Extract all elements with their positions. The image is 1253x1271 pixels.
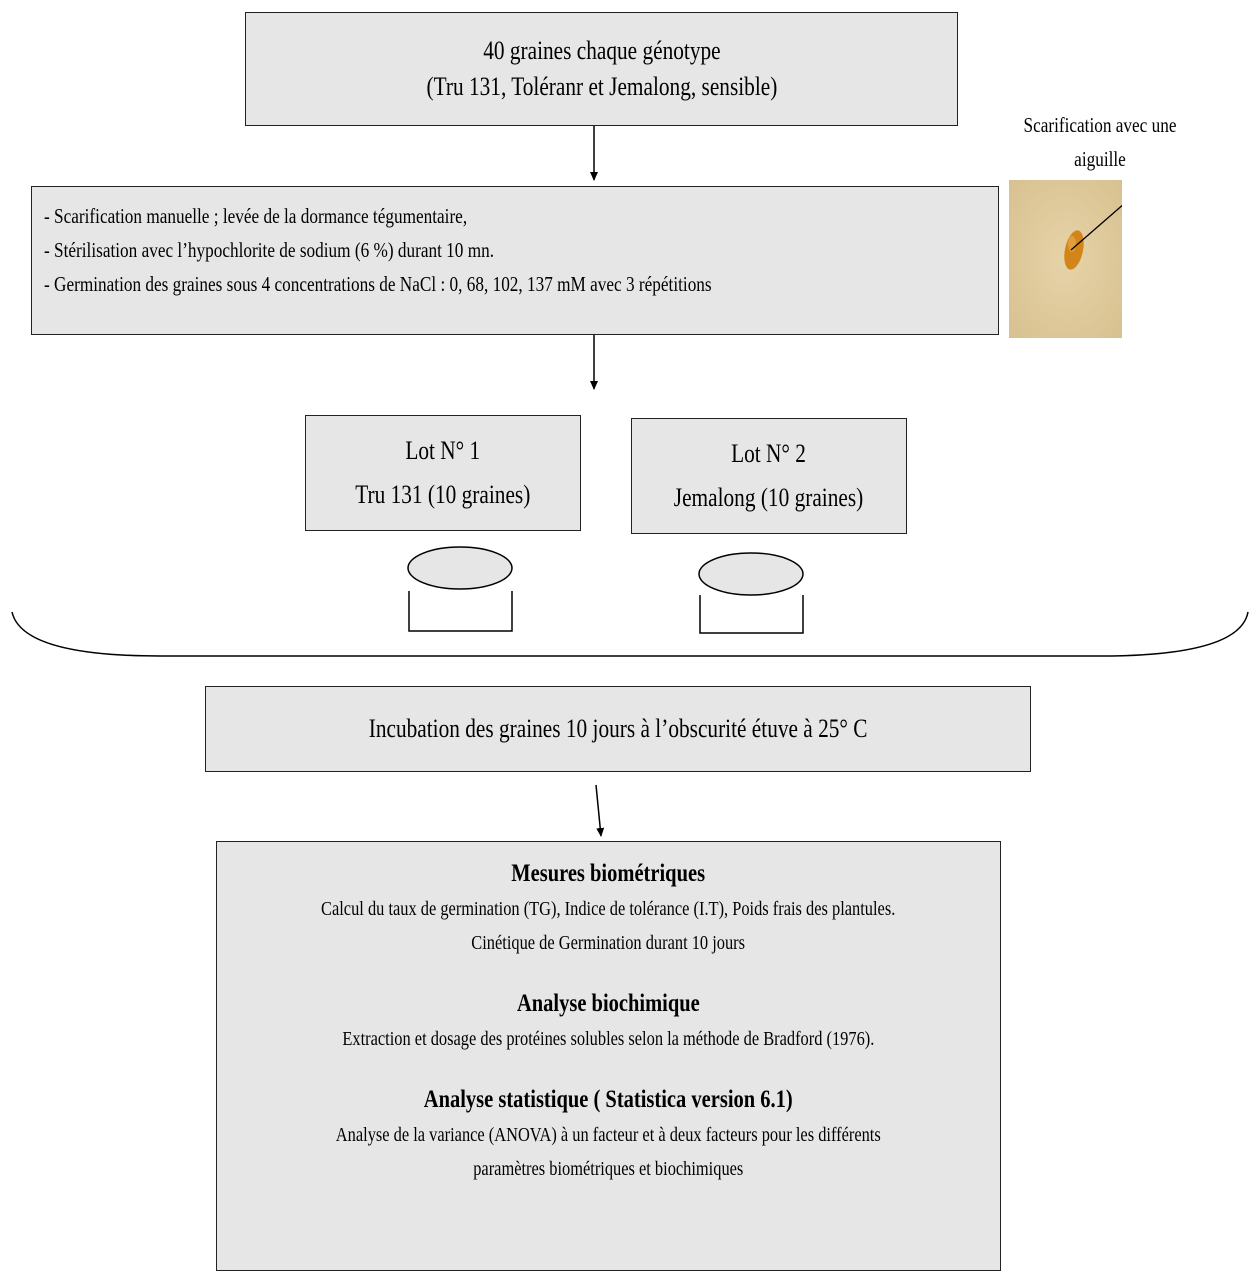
- scarification-caption: Scarification avec une aiguille: [980, 108, 1220, 176]
- protocol-step-sterilisation: - Stérilisation avec l’hypochlorite de s…: [44, 238, 495, 262]
- section-biometric-line-2: Cinétique de Germination durant 10 jours: [471, 932, 746, 954]
- lot-2-content: Jemalong (10 graines): [674, 483, 864, 512]
- section-biochemical-title: Analyse biochimique: [517, 990, 700, 1017]
- lot-2-box: Lot N° 2 Jemalong (10 graines): [631, 418, 907, 534]
- scarified-seed-photo: [1009, 180, 1134, 338]
- incubation-text: Incubation des graines 10 jours à l’obsc…: [368, 714, 868, 743]
- lot-2-title: Lot N° 2: [731, 439, 807, 468]
- lot-1-box: Lot N° 1 Tru 131 (10 graines): [305, 415, 581, 531]
- section-biometric-title: Mesures biométriques: [511, 860, 706, 887]
- lot-1-content: Tru 131 (10 graines): [355, 480, 531, 509]
- section-biometric-line-1: Calcul du taux de germination (TG), Indi…: [321, 898, 896, 920]
- petri-dish-2-base: [699, 595, 804, 634]
- results-box: Mesures biométriques Calcul du taux de g…: [216, 841, 1001, 1271]
- protocol-step-scarification: - Scarification manuelle ; levée de la d…: [44, 204, 468, 228]
- scarification-caption-line-1: Scarification avec une: [1023, 113, 1177, 137]
- section-statistical: Analyse statistique ( Statistica version…: [336, 1082, 881, 1186]
- section-statistical-line-2: paramètres biométriques et biochimiques: [473, 1158, 744, 1180]
- seed-icon: [1009, 180, 1134, 338]
- scarification-caption-line-2: aiguille: [1074, 147, 1126, 171]
- petri-dish-1-lid: [407, 546, 513, 590]
- section-biometric: Mesures biométriques Calcul du taux de g…: [321, 856, 895, 960]
- seed-source-line-1: 40 graines chaque génotype: [482, 36, 721, 65]
- petri-dish-2-lid: [698, 552, 804, 596]
- section-biochemical-line-1: Extraction et dosage des protéines solub…: [342, 1028, 875, 1050]
- grouping-brace: [11, 611, 1249, 657]
- petri-dish-1-base: [408, 591, 513, 632]
- section-statistical-title: Analyse statistique ( Statistica version…: [423, 1086, 793, 1113]
- seed-source-box: 40 graines chaque génotype (Tru 131, Tol…: [245, 12, 958, 126]
- protocol-box: - Scarification manuelle ; levée de la d…: [31, 186, 999, 335]
- seed-source-line-2: (Tru 131, Toléranr et Jemalong, sensible…: [426, 72, 777, 101]
- section-statistical-line-1: Analyse de la variance (ANOVA) à un fact…: [336, 1124, 881, 1146]
- incubation-box: Incubation des graines 10 jours à l’obsc…: [205, 686, 1031, 772]
- protocol-step-germination: - Germination des graines sous 4 concent…: [44, 272, 712, 296]
- section-biochemical: Analyse biochimique Extraction et dosage…: [343, 986, 875, 1056]
- lot-1-title: Lot N° 1: [405, 436, 481, 465]
- arrow-incubation-to-results: [595, 784, 605, 837]
